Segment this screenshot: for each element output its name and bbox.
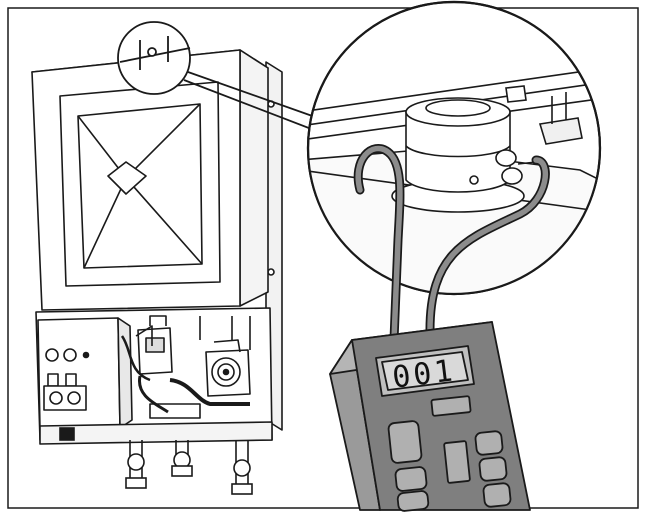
bottom-rail <box>39 421 273 445</box>
manometer-button <box>482 482 512 508</box>
leader-line <box>183 79 315 131</box>
boiler-side <box>239 49 269 307</box>
manometer-button <box>443 440 471 484</box>
control-knob-icon <box>49 391 63 405</box>
switch-icon <box>47 373 59 387</box>
magnified-detail <box>306 0 602 296</box>
leader-line <box>187 71 319 119</box>
pressure-gauge-icon <box>45 348 59 362</box>
test-hoses <box>353 144 550 345</box>
switch-icon <box>65 373 77 387</box>
manometer-button <box>394 466 428 492</box>
figure-border <box>7 7 639 509</box>
control-knob-icon <box>67 391 81 405</box>
detail-marker-circle <box>117 21 191 95</box>
manometer-button <box>387 420 423 464</box>
display-reading: 001 <box>390 353 457 395</box>
digital-manometer <box>329 321 531 512</box>
manometer-button <box>430 395 472 417</box>
manometer-button <box>396 490 430 512</box>
service-valves <box>59 427 253 495</box>
manometer-button <box>474 430 504 456</box>
temperature-gauge-icon <box>63 348 77 362</box>
boiler-unit <box>31 49 283 445</box>
manometer-button <box>478 456 508 482</box>
